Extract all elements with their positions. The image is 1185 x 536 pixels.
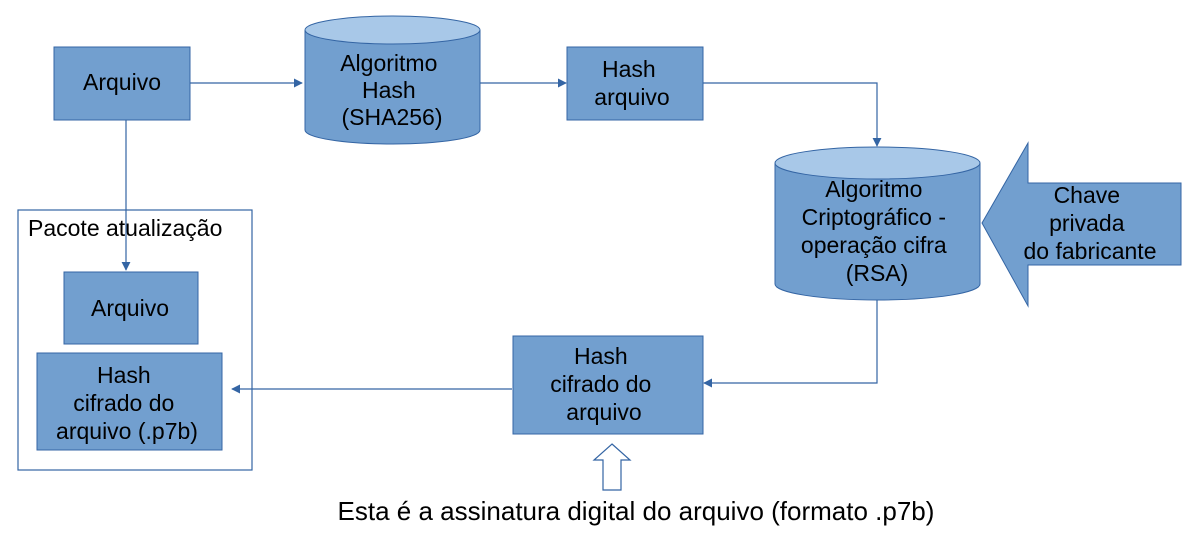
hash-arquivo-node: Hash arquivo <box>566 46 704 121</box>
hash-cifrado-label-line-2: cifrado do <box>550 371 651 397</box>
crypto-algorithm-cylinder-body <box>774 163 981 301</box>
crypto-algorithm-label-line-2: Criptográfico - <box>802 204 946 230</box>
connectors <box>121 78 882 394</box>
hash-arquivo-label-line-2: arquivo <box>594 84 669 110</box>
crypto-algorithm-cylinder-top <box>774 146 981 180</box>
package-hash-p7b-label-line-1: Hash <box>97 362 151 388</box>
arrow-crypto-to-hash-cifrado <box>703 300 878 388</box>
package-title: Pacote atualização <box>28 215 222 241</box>
svg-text:Hash arquivo: Hash arquivo <box>594 56 669 110</box>
arquivo-box <box>53 46 191 121</box>
arquivo-node: Arquivo <box>53 46 191 121</box>
private-key-label-line-3: do fabricante <box>1024 238 1157 264</box>
hash-algorithm-label-line-3: (SHA256) <box>342 104 443 130</box>
caption: Esta é a assinatura digital do arquivo (… <box>338 496 935 526</box>
package-arquivo-node: Arquivo <box>63 271 199 345</box>
arquivo-label: Arquivo <box>83 69 161 95</box>
private-key-block-arrow <box>981 141 1182 308</box>
crypto-algorithm-node: Algoritmo Criptográfico - operação cifra… <box>774 146 981 301</box>
hash-cifrado-node: Hash cifrado do arquivo <box>512 335 704 435</box>
hash-algorithm-node: Algoritmo Hash (SHA256) <box>304 15 481 145</box>
crypto-algorithm-label-line-4: (RSA) <box>846 260 909 286</box>
package-hash-p7b-box <box>36 352 223 451</box>
arrow-hash-arquivo-to-crypto <box>703 82 882 147</box>
package-arquivo-label: Arquivo <box>91 295 169 321</box>
svg-text:Arquivo: Arquivo <box>83 69 161 95</box>
private-key-label-line-1: Chave <box>1054 182 1120 208</box>
private-key-label-line-2: privada <box>1049 210 1125 236</box>
hash-algorithm-label-line-1: Algoritmo <box>340 50 437 76</box>
crypto-algorithm-label-line-1: Algoritmo <box>825 176 922 202</box>
svg-text:Algoritmo Criptográfico: Algoritmo Criptográfico - operação cifra… <box>801 176 953 286</box>
package-arquivo-box <box>63 271 199 345</box>
hash-arquivo-label-line-1: Hash <box>602 56 656 82</box>
hash-cifrado-label-line-1: Hash <box>574 343 628 369</box>
hash-cifrado-label-line-3: arquivo <box>566 399 641 425</box>
hash-cifrado-box <box>512 335 704 435</box>
svg-text:Hash cifrado do ar: Hash cifrado do arquivo (.p7b) <box>56 362 198 444</box>
package-hash-p7b-label-line-3: arquivo (.p7b) <box>56 418 198 444</box>
svg-text:Hash cifrado do ar: Hash cifrado do arquivo <box>550 343 657 425</box>
hash-algorithm-cylinder-body <box>304 30 481 145</box>
hollow-up-arrow <box>592 443 632 491</box>
private-key-node: Chave privada do fabricante <box>981 141 1182 308</box>
hash-algorithm-label-line-2: Hash <box>362 77 416 103</box>
package-hash-p7b-node: Hash cifrado do arquivo (.p7b) <box>36 352 223 451</box>
svg-text:Algoritmo Hash (SH: Algoritmo Hash (SHA256) <box>340 50 444 130</box>
package-hash-p7b-label-line-2: cifrado do <box>73 390 174 416</box>
svg-text:Arquivo: Arquivo <box>91 295 169 321</box>
hash-algorithm-cylinder-top <box>304 15 481 45</box>
crypto-algorithm-label-line-3: operação cifra <box>801 232 947 258</box>
svg-text:Chave privada do f: Chave privada do fabricante <box>1024 182 1157 264</box>
hash-arquivo-box <box>566 46 704 121</box>
